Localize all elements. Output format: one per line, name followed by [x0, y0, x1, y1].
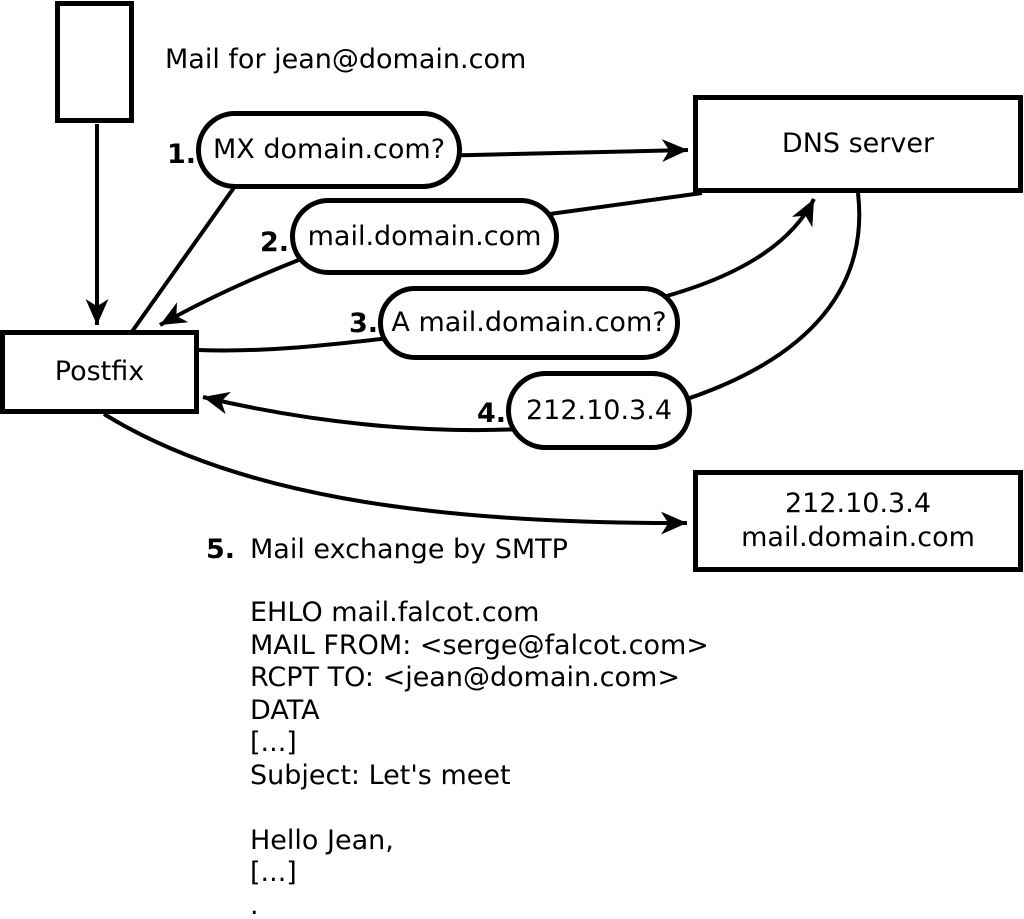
smtp-exchange-label: Mail exchange by SMTP [250, 534, 568, 565]
smtp-line-subject: Subject: Let's meet [250, 759, 511, 791]
step-number-4: 4. [476, 398, 506, 429]
response-mx-pill-label: mail.domain.com [307, 220, 542, 252]
line-postfix-to-query-mx [129, 170, 247, 335]
smtp-transcript: EHLO mail.falcot.com MAIL FROM: <serge@f… [250, 597, 709, 919]
line-dns-to-response-mx [527, 191, 703, 219]
smtp-line-ehlo: EHLO mail.falcot.com [250, 597, 540, 628]
arrow-postfix-to-mailserver-smtp [102, 412, 688, 535]
mail-server-ip-label: 212.10.3.4 [785, 488, 931, 519]
smtp-line-hello: Hello Jean, [250, 824, 394, 856]
step-number-3: 3. [348, 308, 378, 339]
step-number-2: 2. [259, 227, 289, 258]
query-mx-pill: MX domain.com? [196, 111, 462, 189]
mail-server-node: 212.10.3.4 mail.domain.com [693, 470, 1023, 572]
arrow-query-mx-to-dns [429, 139, 689, 163]
response-a-pill-label: 212.10.3.4 [526, 394, 672, 426]
mail-message-icon [55, 1, 134, 123]
step-number-1: 1. [166, 139, 196, 170]
response-mx-pill: mail.domain.com [290, 198, 559, 275]
dns-server-node: DNS server [693, 95, 1023, 193]
mail-server-host-label: mail.domain.com [741, 522, 975, 553]
query-a-pill: A mail.domain.com? [378, 286, 680, 360]
smtp-line-mail-from: MAIL FROM: <serge@falcot.com> [250, 629, 709, 661]
smtp-line-rcpt-to: RCPT TO: <jean@domain.com> [250, 662, 680, 693]
step-number-5: 5. [206, 534, 236, 565]
postfix-node: Postfix [0, 330, 199, 414]
line-dns-to-response-a [664, 192, 862, 408]
response-a-pill: 212.10.3.4 [506, 371, 692, 450]
smtp-line-blank [250, 792, 709, 825]
smtp-line-data: DATA [250, 694, 320, 726]
dns-server-node-label: DNS server [781, 128, 935, 160]
mail-for-label: Mail for jean@domain.com [165, 44, 527, 75]
smtp-line-ellipsis-1: [...] [250, 727, 297, 758]
query-a-pill-label: A mail.domain.com? [391, 307, 667, 339]
smtp-line-ellipsis-2: [...] [250, 857, 297, 888]
postfix-node-label: Postfix [54, 356, 145, 388]
query-mx-pill-label: MX domain.com? [212, 134, 446, 166]
arrow-query-a-to-dns [639, 198, 816, 305]
arrow-response-a-to-postfix [202, 391, 541, 433]
smtp-line-end-dot: . [250, 889, 259, 919]
